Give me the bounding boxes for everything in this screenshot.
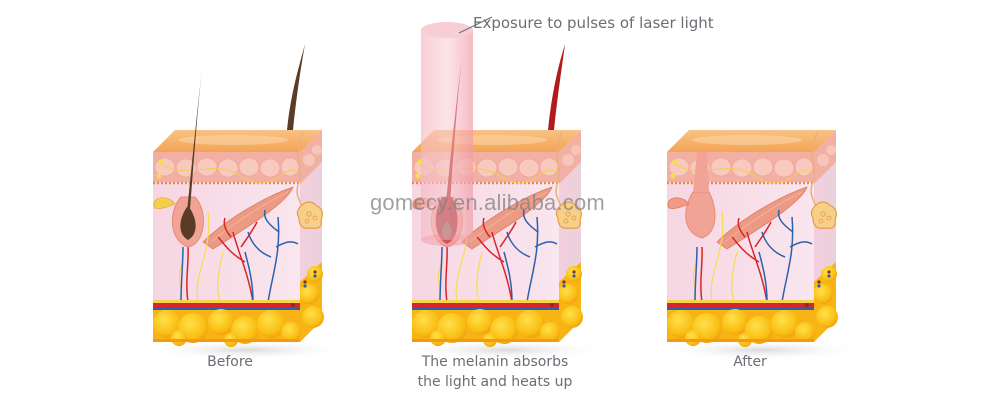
panel-after (655, 128, 869, 362)
caption-during: The melanin absorbs the light and heats … (400, 352, 590, 392)
watermark: gomecy.en.alibaba.com (370, 190, 605, 215)
panel-before (141, 44, 355, 362)
caption-after: After (733, 354, 767, 370)
caption-before: Before (207, 354, 253, 370)
caption-during-line1: The melanin absorbs (421, 354, 569, 370)
callout-line (458, 16, 493, 34)
laser-callout-label: Exposure to pulses of laser light (473, 14, 714, 32)
laser-beam (421, 22, 473, 246)
caption-during-line2: the light and heats up (417, 374, 573, 390)
